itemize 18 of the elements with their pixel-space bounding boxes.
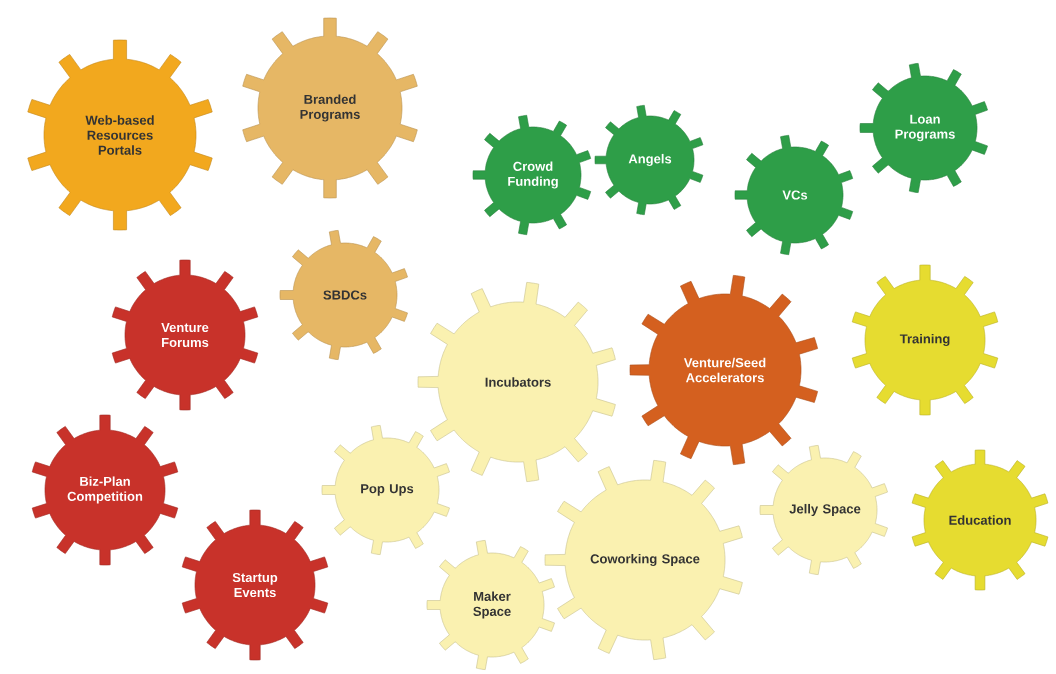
gear: SBDCs (279, 230, 408, 360)
gear: Incubators (417, 282, 616, 482)
gear: Branded Programs (242, 17, 418, 199)
gear: Education (911, 449, 1049, 591)
gear: Venture Forums (111, 259, 259, 411)
gear: Coworking Space (544, 460, 743, 660)
gear: Crowd Funding (472, 115, 591, 235)
gear: Web-based Resources Portals (27, 39, 213, 231)
gear: Jelly Space (759, 445, 888, 575)
gear: Angels (594, 105, 704, 215)
gear: Training (851, 264, 999, 416)
gear: Startup Events (181, 509, 329, 661)
gear: Maker Space (426, 540, 555, 670)
gear: Loan Programs (859, 63, 988, 193)
gear: Venture/Seed Accelerators (629, 275, 818, 465)
gear: Pop Ups (321, 425, 450, 555)
gear: Biz-Plan Competition (31, 414, 179, 566)
gear: VCs (734, 135, 853, 255)
